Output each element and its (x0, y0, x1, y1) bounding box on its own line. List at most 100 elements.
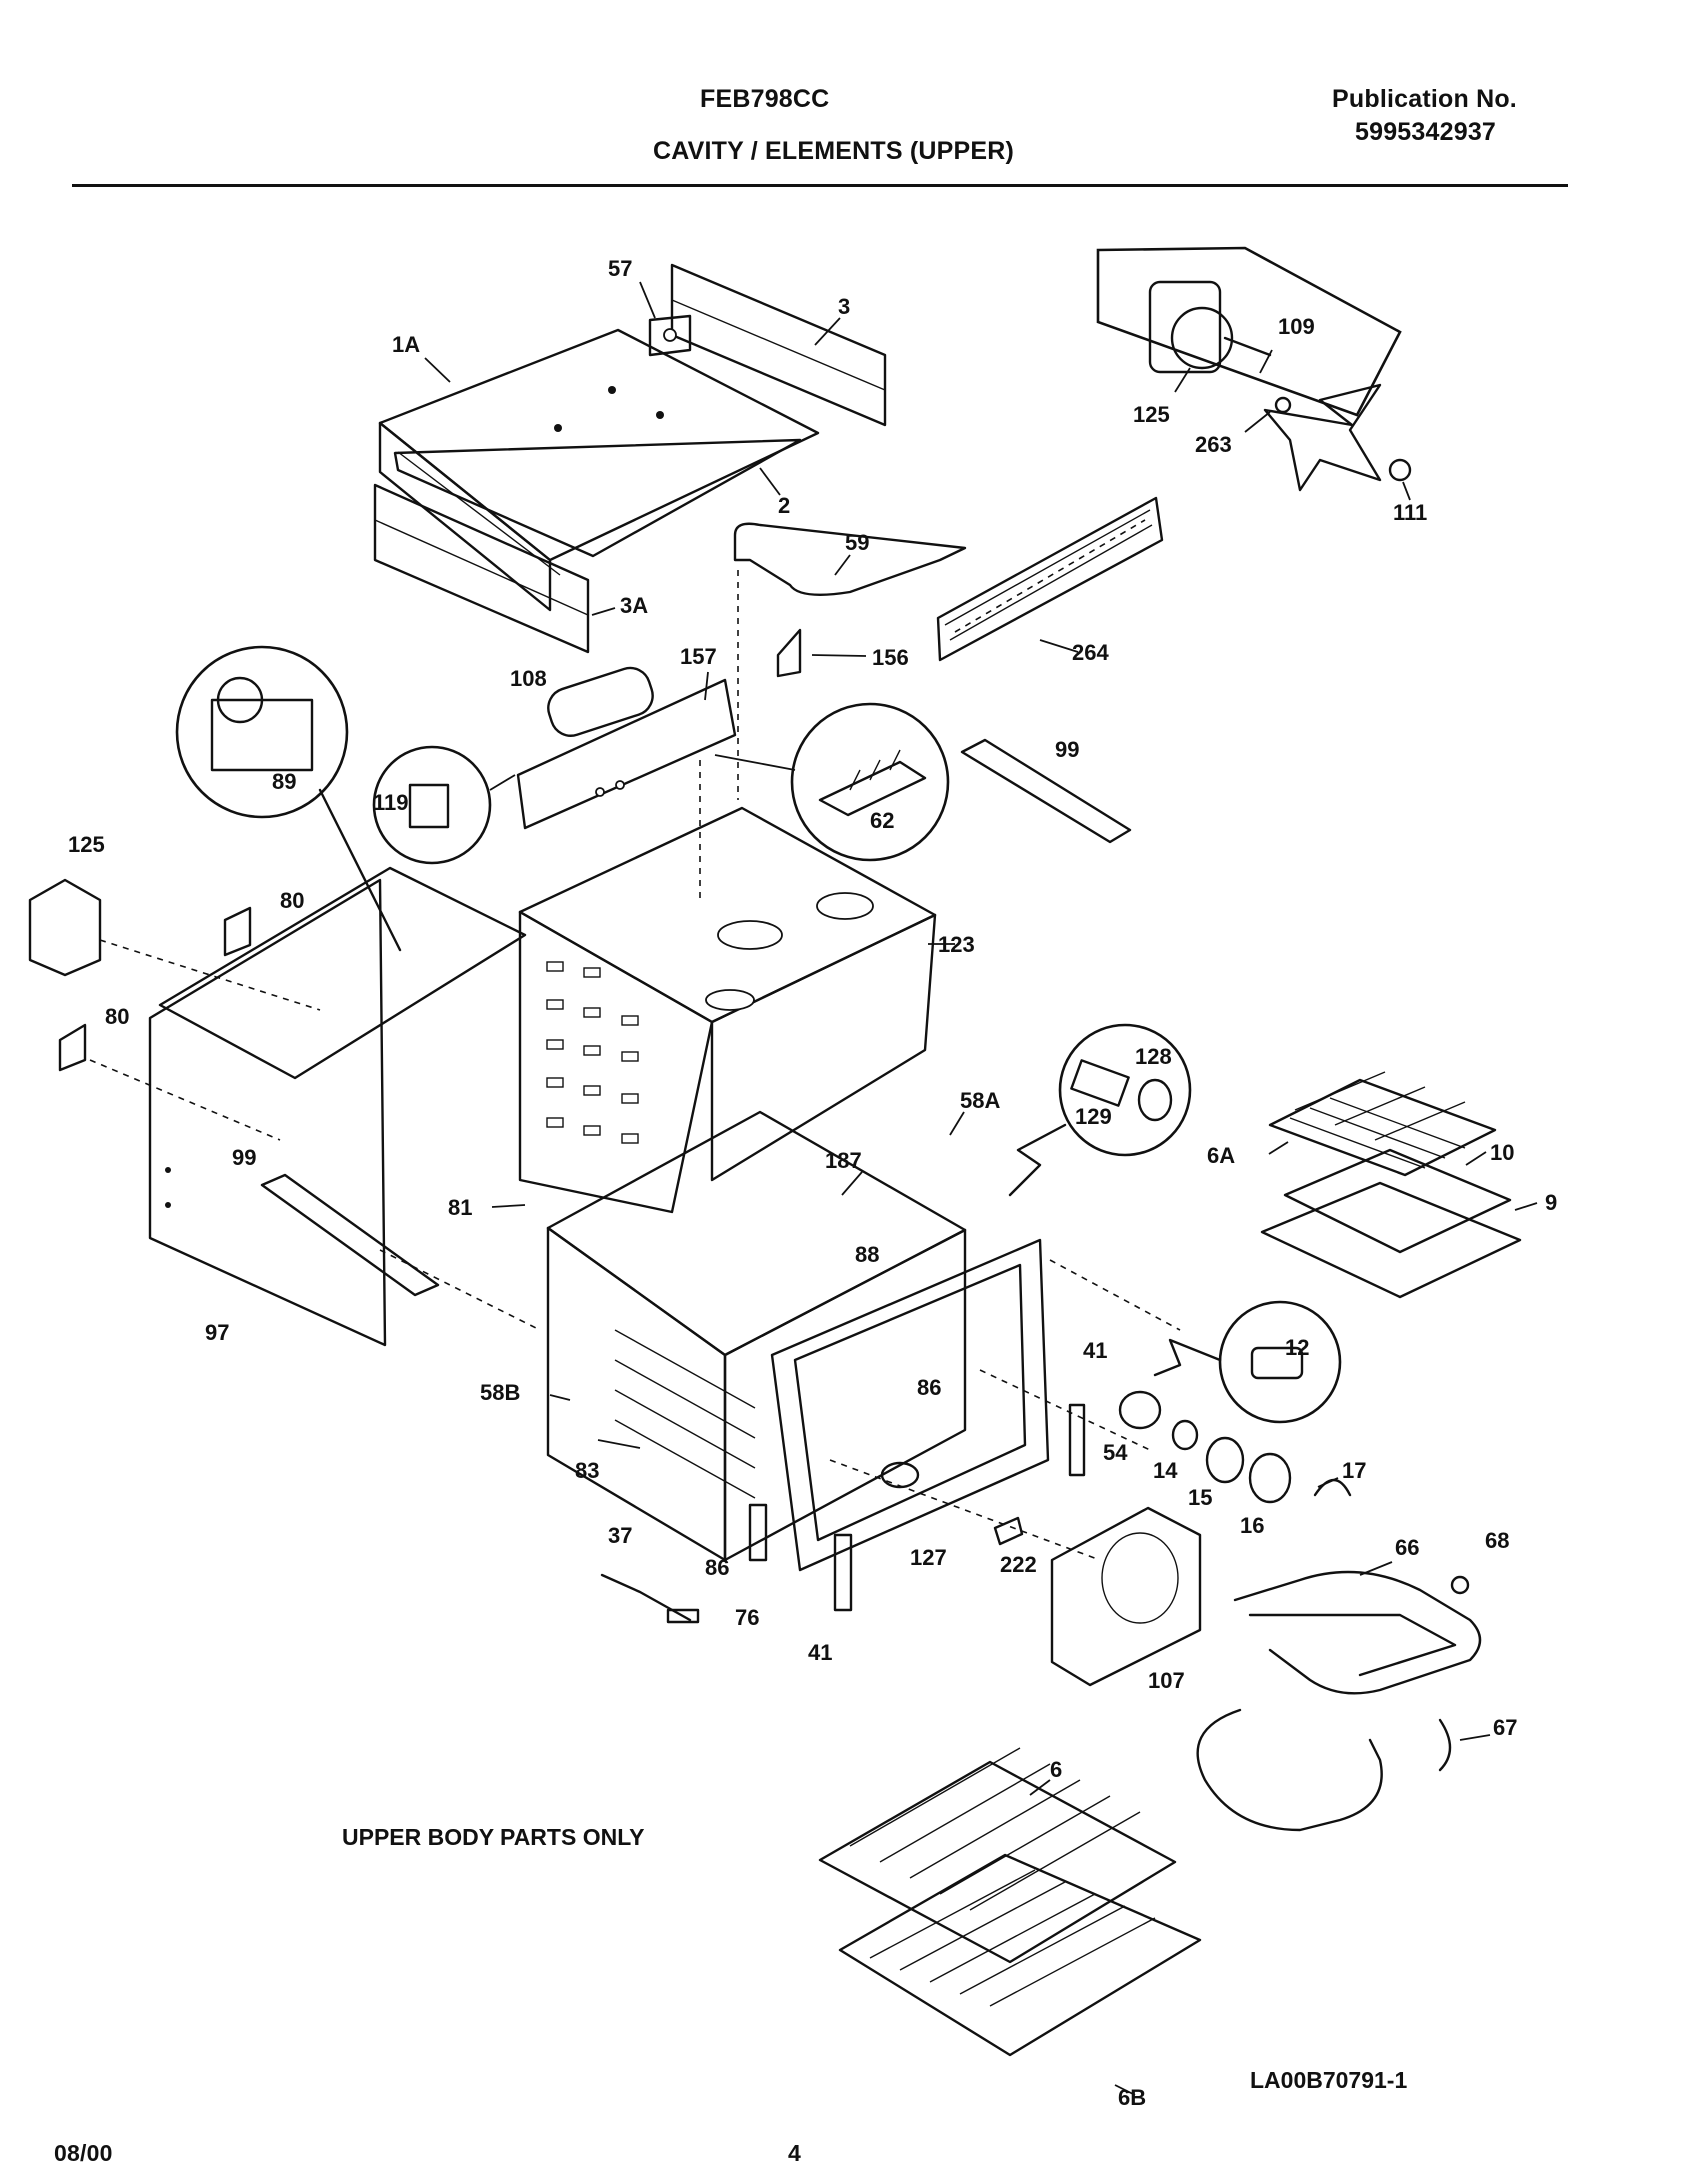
label-12: 12 (1285, 1335, 1309, 1360)
label-37: 37 (608, 1523, 632, 1548)
label-83: 83 (575, 1458, 599, 1483)
label-99-left: 99 (232, 1145, 256, 1170)
label-58a: 58A (960, 1088, 1000, 1113)
label-108: 108 (510, 666, 547, 691)
bracket-80-a (223, 906, 252, 957)
label-156: 156 (872, 645, 909, 670)
label-88: 88 (855, 1242, 879, 1267)
label-9: 9 (1545, 1190, 1557, 1215)
light-lens-callout-12 (1153, 1300, 1342, 1424)
page-number: 4 (788, 2140, 801, 2166)
side-panel-3a (373, 483, 590, 654)
door-latch-callout-89 (175, 645, 402, 952)
bracket-80-b (58, 1023, 87, 1072)
bracket-156 (776, 628, 802, 678)
broil-element-66 (1233, 1570, 1482, 1695)
label-76: 76 (735, 1605, 759, 1630)
label-222: 222 (1000, 1552, 1037, 1577)
label-14: 14 (1153, 1458, 1178, 1483)
part-labels: 57 3 1A 2 3A 125 109 263 111 59 156 157 … (68, 256, 1557, 2110)
bracket-57 (648, 314, 692, 357)
label-119: 119 (373, 790, 409, 815)
top-panel-1a (378, 328, 820, 612)
broil-pan-9 (1260, 1181, 1522, 1299)
label-3: 3 (838, 294, 850, 319)
label-15: 15 (1188, 1485, 1212, 1510)
label-6a: 6A (1207, 1143, 1235, 1168)
label-1a: 1A (392, 332, 420, 357)
label-80-a: 80 (280, 888, 304, 913)
label-128: 128 (1135, 1044, 1172, 1069)
label-41-a: 41 (1083, 1338, 1107, 1363)
broil-pan-insert-10 (1283, 1148, 1512, 1254)
label-41-b: 41 (808, 1640, 832, 1665)
vent-trim-264 (936, 496, 1164, 662)
side-panel-97 (148, 866, 527, 1347)
label-125-left: 125 (68, 832, 105, 857)
label-187: 187 (825, 1148, 862, 1173)
label-16: 16 (1240, 1513, 1264, 1538)
side-panel-3 (670, 263, 887, 427)
label-107: 107 (1148, 1668, 1185, 1693)
label-67: 67 (1493, 1715, 1517, 1740)
label-86-b: 86 (705, 1555, 729, 1580)
strip-41-b (833, 1533, 853, 1612)
drawing-code: LA00B70791-1 (1250, 2067, 1407, 2093)
bracket-222 (993, 1516, 1024, 1546)
strip-41-a (1068, 1403, 1086, 1477)
leader-lines (424, 281, 1538, 2096)
label-2: 2 (778, 493, 790, 518)
switch-callout-119 (372, 745, 516, 865)
motor-108 (547, 666, 654, 737)
label-111: 111 (1393, 500, 1427, 525)
label-89: 89 (272, 769, 296, 794)
wire-37 (600, 1573, 700, 1624)
terminal-block-callout-62 (714, 702, 950, 862)
label-127: 127 (910, 1545, 947, 1570)
label-263: 263 (1195, 432, 1232, 457)
hinge-86-b (748, 1503, 768, 1562)
terminal-68 (1450, 1575, 1470, 1595)
label-66: 66 (1395, 1535, 1419, 1560)
oven-rack-6 (818, 1747, 1177, 1964)
convection-fan-callout (1096, 246, 1412, 492)
vent-duct-59 (733, 522, 967, 596)
door-frame-76 (770, 1238, 1050, 1572)
top-panel-2 (393, 438, 802, 558)
section-title: CAVITY / ELEMENTS (UPPER) (653, 137, 1015, 165)
cavity-wrapper-123 (518, 806, 937, 1214)
label-6b: 6B (1118, 2085, 1146, 2110)
label-17: 17 (1342, 1458, 1366, 1483)
bake-element-67 (1196, 1708, 1452, 1832)
label-62: 62 (870, 808, 894, 833)
label-123: 123 (938, 932, 975, 957)
label-59: 59 (845, 530, 869, 555)
trim-strip-99-top (960, 738, 1132, 844)
label-58b: 58B (480, 1380, 520, 1405)
oven-liner (546, 1110, 967, 1562)
label-86-a: 86 (917, 1375, 941, 1400)
upper-body-note: UPPER BODY PARTS ONLY (342, 1824, 644, 1850)
light-socket-callout (1008, 1023, 1192, 1197)
trim-strip-99-left (260, 1173, 440, 1297)
label-6: 6 (1050, 1757, 1062, 1782)
publication-label: Publication No. (1332, 85, 1517, 113)
header-rule (72, 184, 1568, 187)
label-57: 57 (608, 256, 632, 281)
label-264: 264 (1072, 640, 1109, 665)
label-99-top: 99 (1055, 737, 1079, 762)
oven-rack-6b (838, 1853, 1202, 2057)
label-109: 109 (1278, 314, 1315, 339)
label-157: 157 (680, 644, 717, 669)
label-10: 10 (1490, 1140, 1514, 1165)
label-81: 81 (448, 1195, 472, 1220)
footer-date: 08/00 (54, 2140, 113, 2166)
assembly-lines (89, 570, 1181, 1561)
label-80-b: 80 (105, 1004, 129, 1029)
label-3a: 3A (620, 593, 648, 618)
thermostat-127 (880, 1461, 920, 1489)
label-97: 97 (205, 1320, 229, 1345)
label-68: 68 (1485, 1528, 1509, 1553)
publication-number: 5995342937 (1355, 118, 1497, 146)
